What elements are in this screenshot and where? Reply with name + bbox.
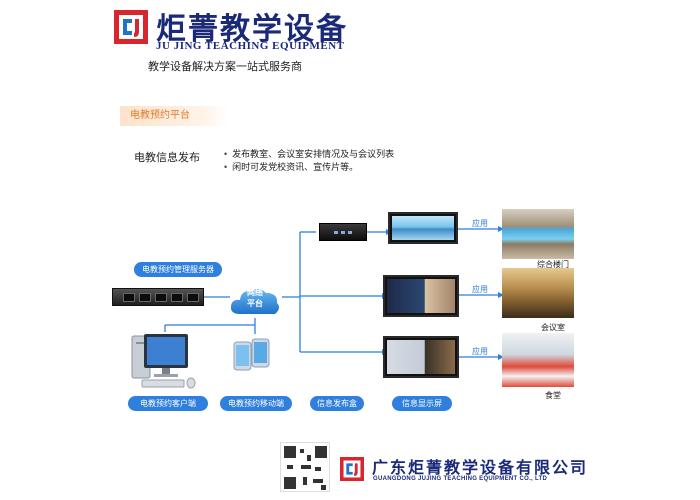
bullet-item: 闲时可发党校资讯、宣传片等。 <box>224 161 394 174</box>
info-display-label: 信息显示屏 <box>392 396 452 411</box>
mobile-phones-icon <box>233 338 270 371</box>
apply-label: 应用 <box>472 285 488 294</box>
display-screen-1 <box>388 212 458 244</box>
client-label: 电教预约客户端 <box>128 396 208 411</box>
info-title: 电教信息发布 <box>134 152 200 164</box>
room-photo-meeting <box>502 268 574 318</box>
info-box-label: 信息发布盒 <box>310 396 364 411</box>
room-label: 食堂 <box>545 391 561 400</box>
apply-label: 应用 <box>472 219 488 228</box>
page: 炬菁教学设备 JU JING TEACHING EQUIPMENT 教学设备解决… <box>100 0 600 500</box>
jujing-logo-small-icon <box>340 457 364 481</box>
bullet-item: 发布教室、会议室安排情况及与会议列表 <box>224 148 394 161</box>
company-name-cn: 广东炬菁教学设备有限公司 <box>372 458 589 477</box>
room-label: 会议室 <box>541 323 565 332</box>
slogan: 教学设备解决方案一站式服务商 <box>148 61 302 73</box>
connection-lines <box>164 226 504 360</box>
display-screen-2 <box>383 275 459 317</box>
section-tab: 电教预约平台 <box>120 106 228 126</box>
brand-name-en: JU JING TEACHING EQUIPMENT <box>156 40 345 52</box>
jujing-logo-icon <box>114 10 148 44</box>
desktop-computer-icon <box>131 334 196 389</box>
room-photo-canteen <box>502 333 574 387</box>
mobile-label: 电教预约移动端 <box>220 396 292 411</box>
network-label: 网络 平台 <box>247 288 263 308</box>
company-name-en: GUANGDONG JUJING TEACHING EQUIPMENT CO.,… <box>373 476 548 482</box>
display-screen-3 <box>383 336 459 378</box>
apply-label: 应用 <box>472 347 488 356</box>
room-photo-lobby <box>502 209 574 259</box>
room-label: 综合楼门 <box>537 260 569 269</box>
network-cloud-icon <box>230 288 280 314</box>
qr-code-icon <box>280 442 330 492</box>
server-rack-icon <box>112 288 204 306</box>
info-bullets: 发布教室、会议室安排情况及与会议列表 闲时可发党校资讯、宣传片等。 <box>224 148 394 174</box>
brand-name-cn: 炬菁教学设备 <box>156 12 348 47</box>
server-label: 电教预约管理服务器 <box>134 262 222 277</box>
info-box-device-icon <box>319 223 367 241</box>
